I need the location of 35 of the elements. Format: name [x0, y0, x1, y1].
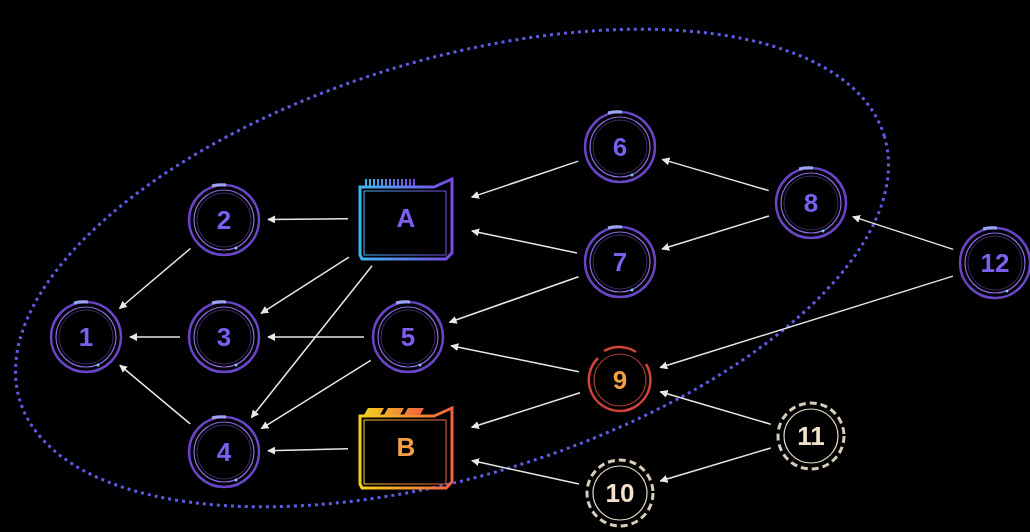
arrow	[129, 333, 181, 341]
arrow	[267, 446, 349, 455]
node-label: 6	[612, 134, 628, 160]
arrow	[661, 215, 770, 251]
arrow	[470, 392, 581, 429]
node-label: 12	[980, 250, 1010, 276]
arrow	[659, 390, 772, 425]
arrow	[260, 256, 350, 315]
arrow	[470, 160, 580, 199]
arrow	[267, 333, 365, 341]
node-label: 10	[605, 480, 635, 506]
arrow	[267, 215, 349, 224]
arrow	[471, 228, 578, 254]
node-label: 3	[216, 324, 232, 350]
node-label: 2	[216, 207, 232, 233]
arrow	[450, 343, 580, 373]
node-label: 7	[612, 249, 628, 275]
node-label: 8	[803, 190, 819, 216]
node-label: 11	[797, 423, 825, 449]
arrow	[661, 157, 770, 192]
node-label: 1	[78, 324, 94, 350]
arrow	[659, 275, 954, 370]
arrow	[260, 359, 372, 430]
node-label: 4	[216, 439, 232, 465]
arrow	[119, 364, 191, 425]
arrow	[118, 247, 192, 310]
arrow	[250, 264, 373, 419]
arrow	[852, 215, 954, 251]
node-label: 9	[612, 367, 628, 393]
arrow	[659, 447, 772, 483]
arrow	[471, 458, 580, 485]
node-label: B	[396, 434, 416, 460]
node-label: 5	[400, 324, 416, 350]
arrow	[448, 275, 580, 324]
node-label: A	[396, 205, 416, 231]
